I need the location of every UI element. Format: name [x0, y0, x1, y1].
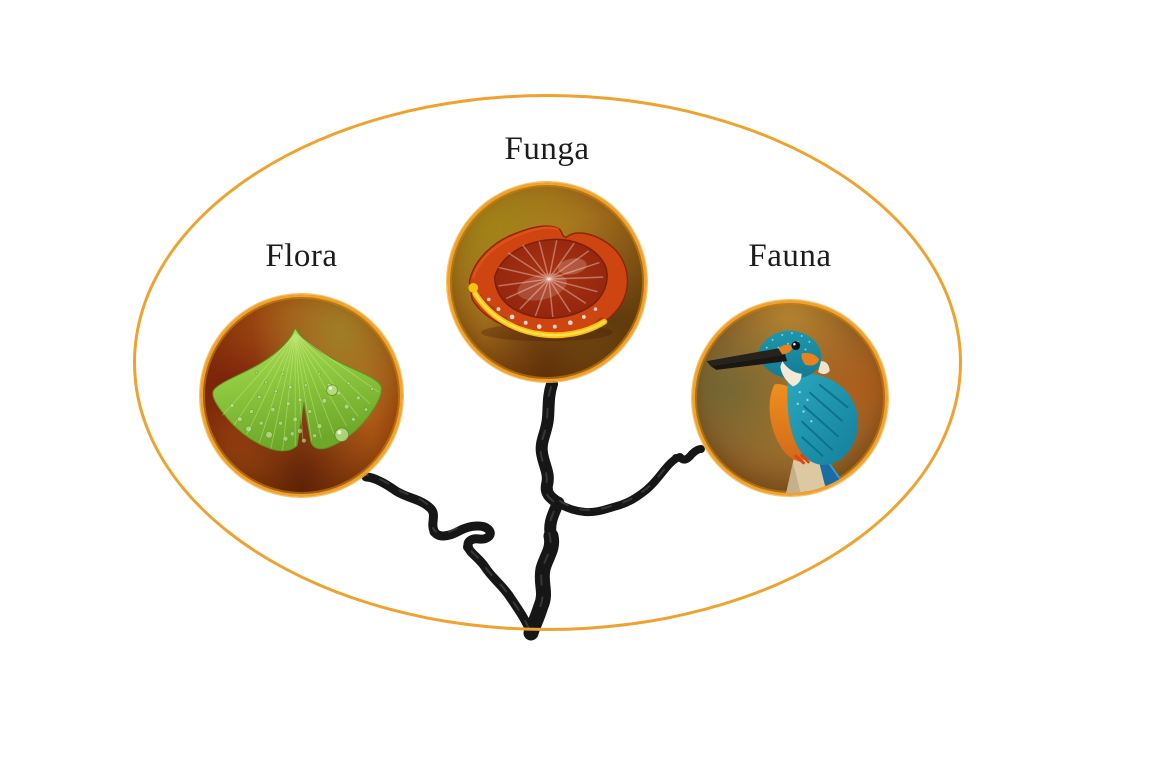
funga-label: Funga [504, 131, 590, 167]
kingfisher-image [706, 330, 858, 493]
flora-label: Flora [265, 238, 338, 274]
flora-photo-circle [200, 294, 403, 497]
funga-photo-circle [447, 182, 647, 382]
reishi-mushroom-image [468, 225, 629, 342]
domain-ellipse [133, 94, 962, 631]
fauna-label: Fauna [748, 238, 832, 274]
fauna-photo-circle [692, 300, 888, 496]
ginkgo-leaf-image [212, 326, 382, 452]
